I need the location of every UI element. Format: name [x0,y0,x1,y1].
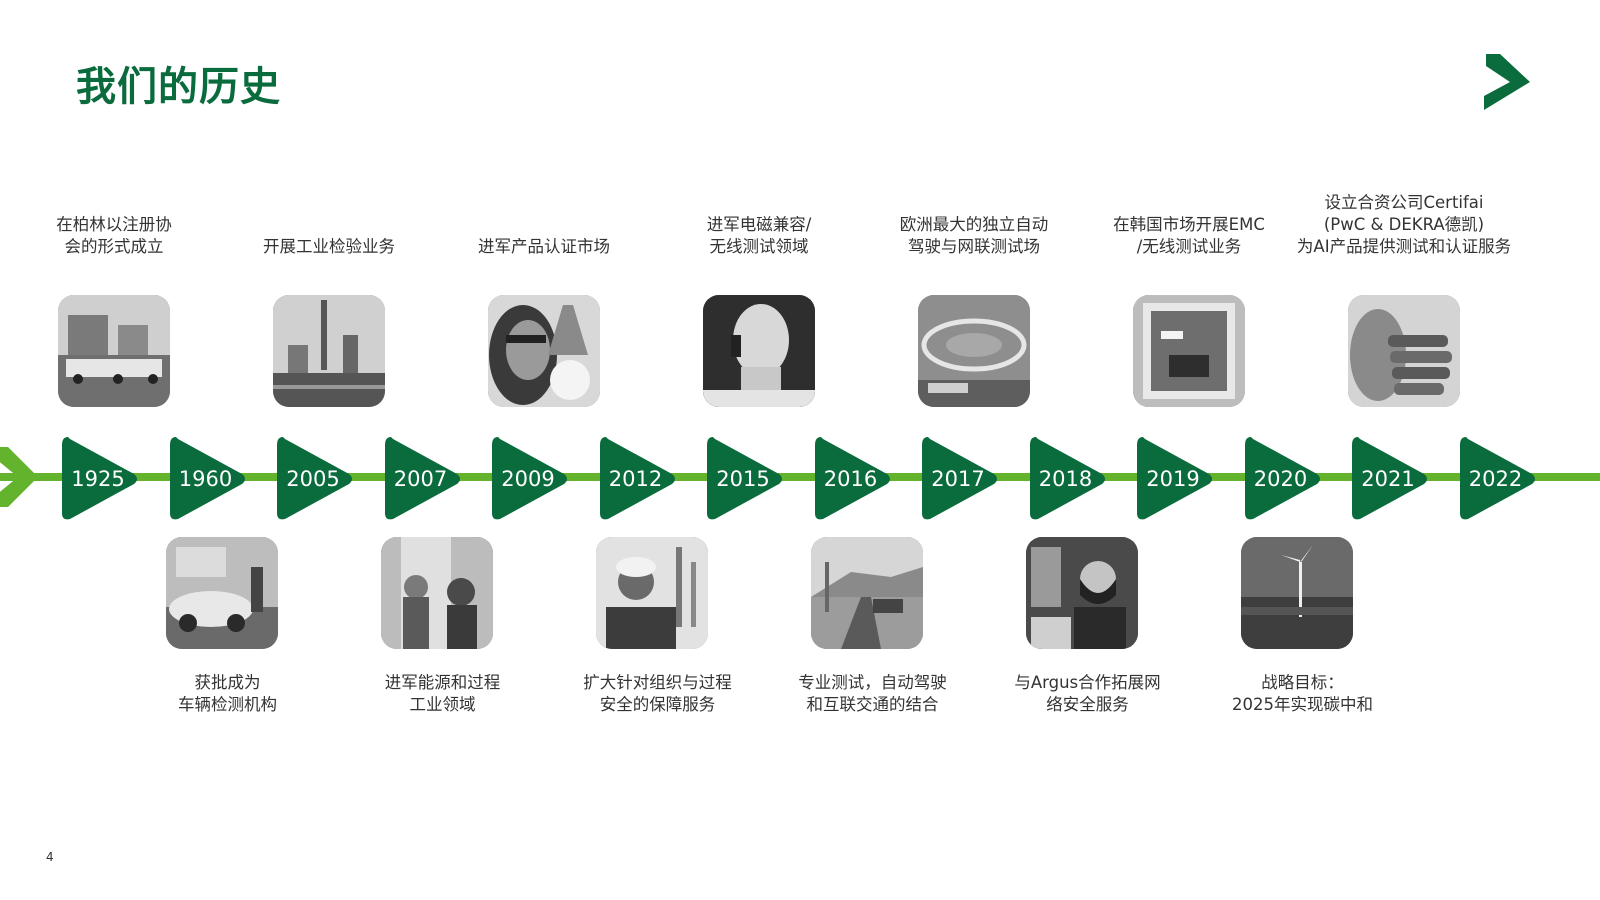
safety-engineer-photo [595,537,708,649]
event-caption-line: 工业领域 [409,695,476,714]
event-caption-2009: 进军产品认证市场 [434,236,654,258]
event-caption-line: (PwC & DEKRA德凯) [1323,215,1485,234]
milestone-2007: 2007 [383,435,463,523]
timeline-line [0,473,1600,481]
milestone-year-label: 1925 [71,467,125,491]
wind-turbine-photo [1240,537,1353,649]
milestone-arrow-shape [1352,437,1427,520]
milestone-2017: 2017 [920,435,1000,523]
milestone-2012: 2012 [598,435,678,523]
timeline-start-chevron-icon [0,447,38,507]
event-caption-line: 络安全服务 [1046,695,1129,714]
event-caption-line: 无线测试领域 [709,237,809,256]
milestone-year-label: 2016 [823,467,878,491]
energy-workers-photo [380,537,493,649]
event-caption-line: 车辆检测机构 [178,695,277,714]
event-caption-1925: 在柏林以注册协会的形式成立 [4,214,224,258]
milestone-2021: 2021 [1350,435,1430,523]
milestone-2022: 2022 [1458,435,1538,523]
event-caption-line: 会的形式成立 [64,237,164,256]
event-caption-2007: 进军能源和过程工业领域 [333,672,553,716]
event-caption-2017: 欧洲最大的独立自动驾驶与网联测试场 [864,214,1084,258]
event-caption-line: /无线测试业务 [1136,237,1242,256]
emc-chamber-photo [1133,295,1245,407]
milestone-2019: 2019 [1135,435,1215,523]
event-caption-2019: 在韩国市场开展EMC/无线测试业务 [1079,214,1299,258]
event-caption-line: 欧洲最大的独立自动 [899,215,1049,234]
event-caption-1960: 获批成为车辆检测机构 [118,672,338,716]
page-title: 我们的历史 [76,64,281,110]
event-caption-line: 战略目标： [1261,673,1344,692]
test-track-aerial-photo [918,295,1030,407]
cyber-security-analyst-photo [1025,537,1138,649]
event-caption-2012: 扩大针对组织与过程安全的保障服务 [548,672,768,716]
product-testing-lamp-photo [488,295,600,407]
event-caption-2016: 专业测试，自动驾驶和互联交通的结合 [763,672,983,716]
milestone-arrow-shape [599,437,675,520]
milestone-year-label: 2019 [1146,467,1200,491]
industrial-plant-photo [273,295,385,407]
milestone-arrow-shape [1244,437,1320,520]
event-caption-line: 2025年实现碳中和 [1232,695,1373,714]
milestone-arrow-shape [277,437,352,520]
vintage-vehicle-fleet-photo [58,295,170,407]
milestone-year-label: 2021 [1361,467,1415,491]
event-caption-line: 安全的保障服务 [599,695,716,714]
milestone-year-label: 2009 [501,467,555,491]
event-caption-line: 驾驶与网联测试场 [908,237,1040,256]
event-caption-line: 进军电磁兼容/ [706,215,812,234]
event-caption-line: 为AI产品提供测试和认证服务 [1296,237,1512,256]
event-caption-line: 与Argus合作拓展网 [1014,673,1161,692]
event-caption-2005: 开展工业检验业务 [219,236,439,258]
milestone-2015: 2015 [705,435,785,523]
connected-road-photo [810,537,923,649]
event-caption-line: 专业测试，自动驾驶 [798,673,947,692]
milestone-arrow-shape [492,437,567,520]
milestone-year-label: 2012 [608,467,663,491]
milestone-arrow-shape [384,437,460,520]
milestone-2016: 2016 [813,435,893,523]
event-caption-line: 在柏林以注册协 [56,215,172,234]
dekra-arrow-logo-icon [1484,54,1530,110]
milestone-year-label: 2007 [393,467,448,491]
milestone-year-label: 2017 [931,467,985,491]
milestone-2005: 2005 [275,435,355,523]
milestone-2009: 2009 [490,435,570,523]
event-caption-line: 开展工业检验业务 [263,237,395,256]
milestone-arrow-shape [707,437,782,520]
robot-hand-photo [1348,295,1460,407]
page-number: 4 [46,850,54,864]
event-caption-2018: 与Argus合作拓展网络安全服务 [978,672,1198,716]
milestone-arrow-shape [1459,437,1535,520]
milestone-year-label: 2015 [716,467,770,491]
event-caption-line: 获批成为 [194,673,261,692]
milestone-year-label: 2020 [1253,467,1308,491]
milestone-arrow-shape [922,437,997,520]
emc-test-head-photo [703,295,815,407]
event-caption-line: 进军能源和过程 [384,673,501,692]
event-caption-2015: 进军电磁兼容/无线测试领域 [649,214,869,258]
milestone-2020: 2020 [1243,435,1323,523]
milestone-arrow-shape [169,437,245,520]
milestone-year-label: 2018 [1038,467,1093,491]
event-caption-line: 设立合资公司Certifai [1324,193,1484,212]
event-caption-2020: 战略目标： 2025年实现碳中和 [1193,672,1413,716]
milestone-year-label: 2005 [286,467,340,491]
classic-car-inspection-photo [165,537,278,649]
milestone-arrow-shape [62,437,137,520]
milestone-arrow-shape [1137,437,1212,520]
event-caption-line: 扩大针对组织与过程 [583,673,732,692]
milestone-arrow-shape [1029,437,1105,520]
milestone-1960: 1960 [168,435,248,523]
event-caption-line: 在韩国市场开展EMC [1113,215,1265,234]
event-caption-line: 和互联交通的结合 [806,695,939,714]
event-caption-2021: 设立合资公司Certifai (PwC & DEKRA德凯) 为AI产品提供测试和认… [1294,192,1514,258]
milestone-year-label: 2022 [1468,467,1523,491]
milestone-2018: 2018 [1028,435,1108,523]
milestone-year-label: 1960 [178,467,233,491]
event-caption-line: 进军产品认证市场 [478,237,610,256]
milestone-arrow-shape [814,437,890,520]
milestone-1925: 1925 [60,435,140,523]
